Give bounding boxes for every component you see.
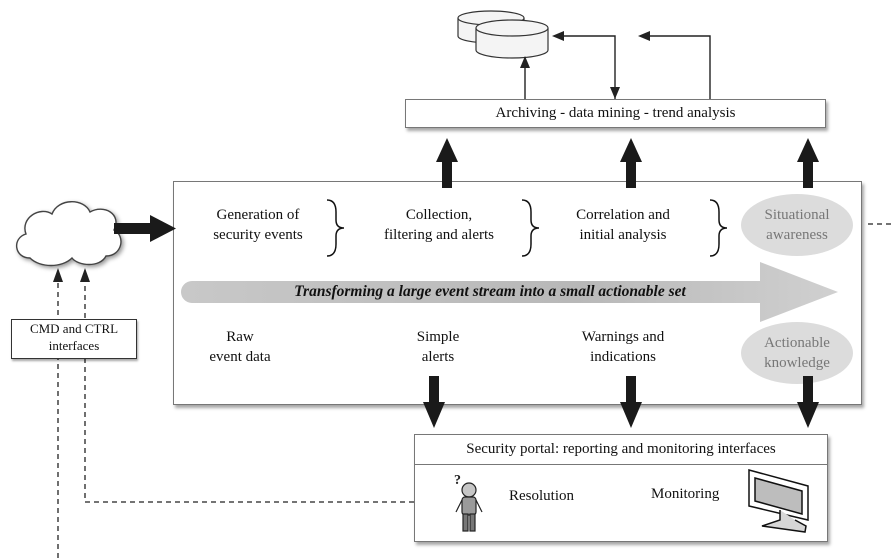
- cmd-ctrl-line1: CMD and CTRL: [29, 321, 119, 336]
- situational-awareness: Situational awareness: [741, 205, 853, 245]
- output-raw: Raw event data: [185, 327, 295, 367]
- actionable-line2: knowledge: [764, 355, 830, 371]
- portal-divider: [415, 464, 827, 465]
- svg-text:?: ?: [454, 473, 461, 488]
- stage-generation-line1: Generation of: [216, 207, 300, 223]
- arrowhead-cloud-right: [80, 268, 90, 282]
- actionable-knowledge-oval: [741, 322, 853, 384]
- output-simple-line1: Simple: [416, 329, 460, 345]
- cmd-ctrl-label: CMD and CTRL interfaces: [12, 320, 136, 354]
- stage-generation-line2: security events: [213, 227, 303, 243]
- output-warnings: Warnings and indications: [558, 327, 688, 367]
- dashed-line-portal-to-cloud: [84, 282, 414, 503]
- situational-awareness-oval: [741, 194, 853, 256]
- monitoring-label: Monitoring: [651, 486, 720, 502]
- stage-collection-line2: filtering and alerts: [384, 227, 494, 243]
- cmd-ctrl-line2: interfaces: [48, 338, 100, 353]
- output-simple-line2: alerts: [421, 349, 455, 365]
- output-warnings-line2: indications: [590, 349, 656, 365]
- brace-3: [709, 199, 728, 257]
- stage-collection: Collection, filtering and alerts: [364, 205, 514, 245]
- portal-title: Security portal: reporting and monitorin…: [466, 441, 776, 457]
- archive-box: Archiving - data mining - trend analysis: [405, 99, 826, 128]
- arrowhead-cloud-left: [53, 268, 63, 282]
- actionable-knowledge: Actionable knowledge: [741, 333, 853, 373]
- stage-generation: Generation of security events: [193, 205, 323, 245]
- stage-correlation-line1: Correlation and: [576, 207, 670, 223]
- situational-line1: Situational: [764, 207, 830, 223]
- stage-correlation-line2: initial analysis: [579, 227, 667, 243]
- output-warnings-line1: Warnings and: [581, 329, 665, 345]
- stage-collection-line1: Collection,: [405, 207, 473, 223]
- resolution-label: Resolution: [509, 488, 575, 504]
- archive-label: Archiving - data mining - trend analysis: [495, 105, 736, 121]
- situational-line2: awareness: [766, 227, 828, 243]
- output-raw-line1: Raw: [226, 329, 254, 345]
- cmd-ctrl-box: CMD and CTRL interfaces: [11, 319, 137, 359]
- output-simple-alerts: Simple alerts: [388, 327, 488, 367]
- brace-1: [326, 199, 345, 257]
- output-raw-line2: event data: [209, 349, 271, 365]
- stage-correlation: Correlation and initial analysis: [553, 205, 693, 245]
- actionable-line1: Actionable: [764, 335, 830, 351]
- banner-text: Transforming a large event stream into a…: [294, 283, 686, 300]
- brace-2: [521, 199, 540, 257]
